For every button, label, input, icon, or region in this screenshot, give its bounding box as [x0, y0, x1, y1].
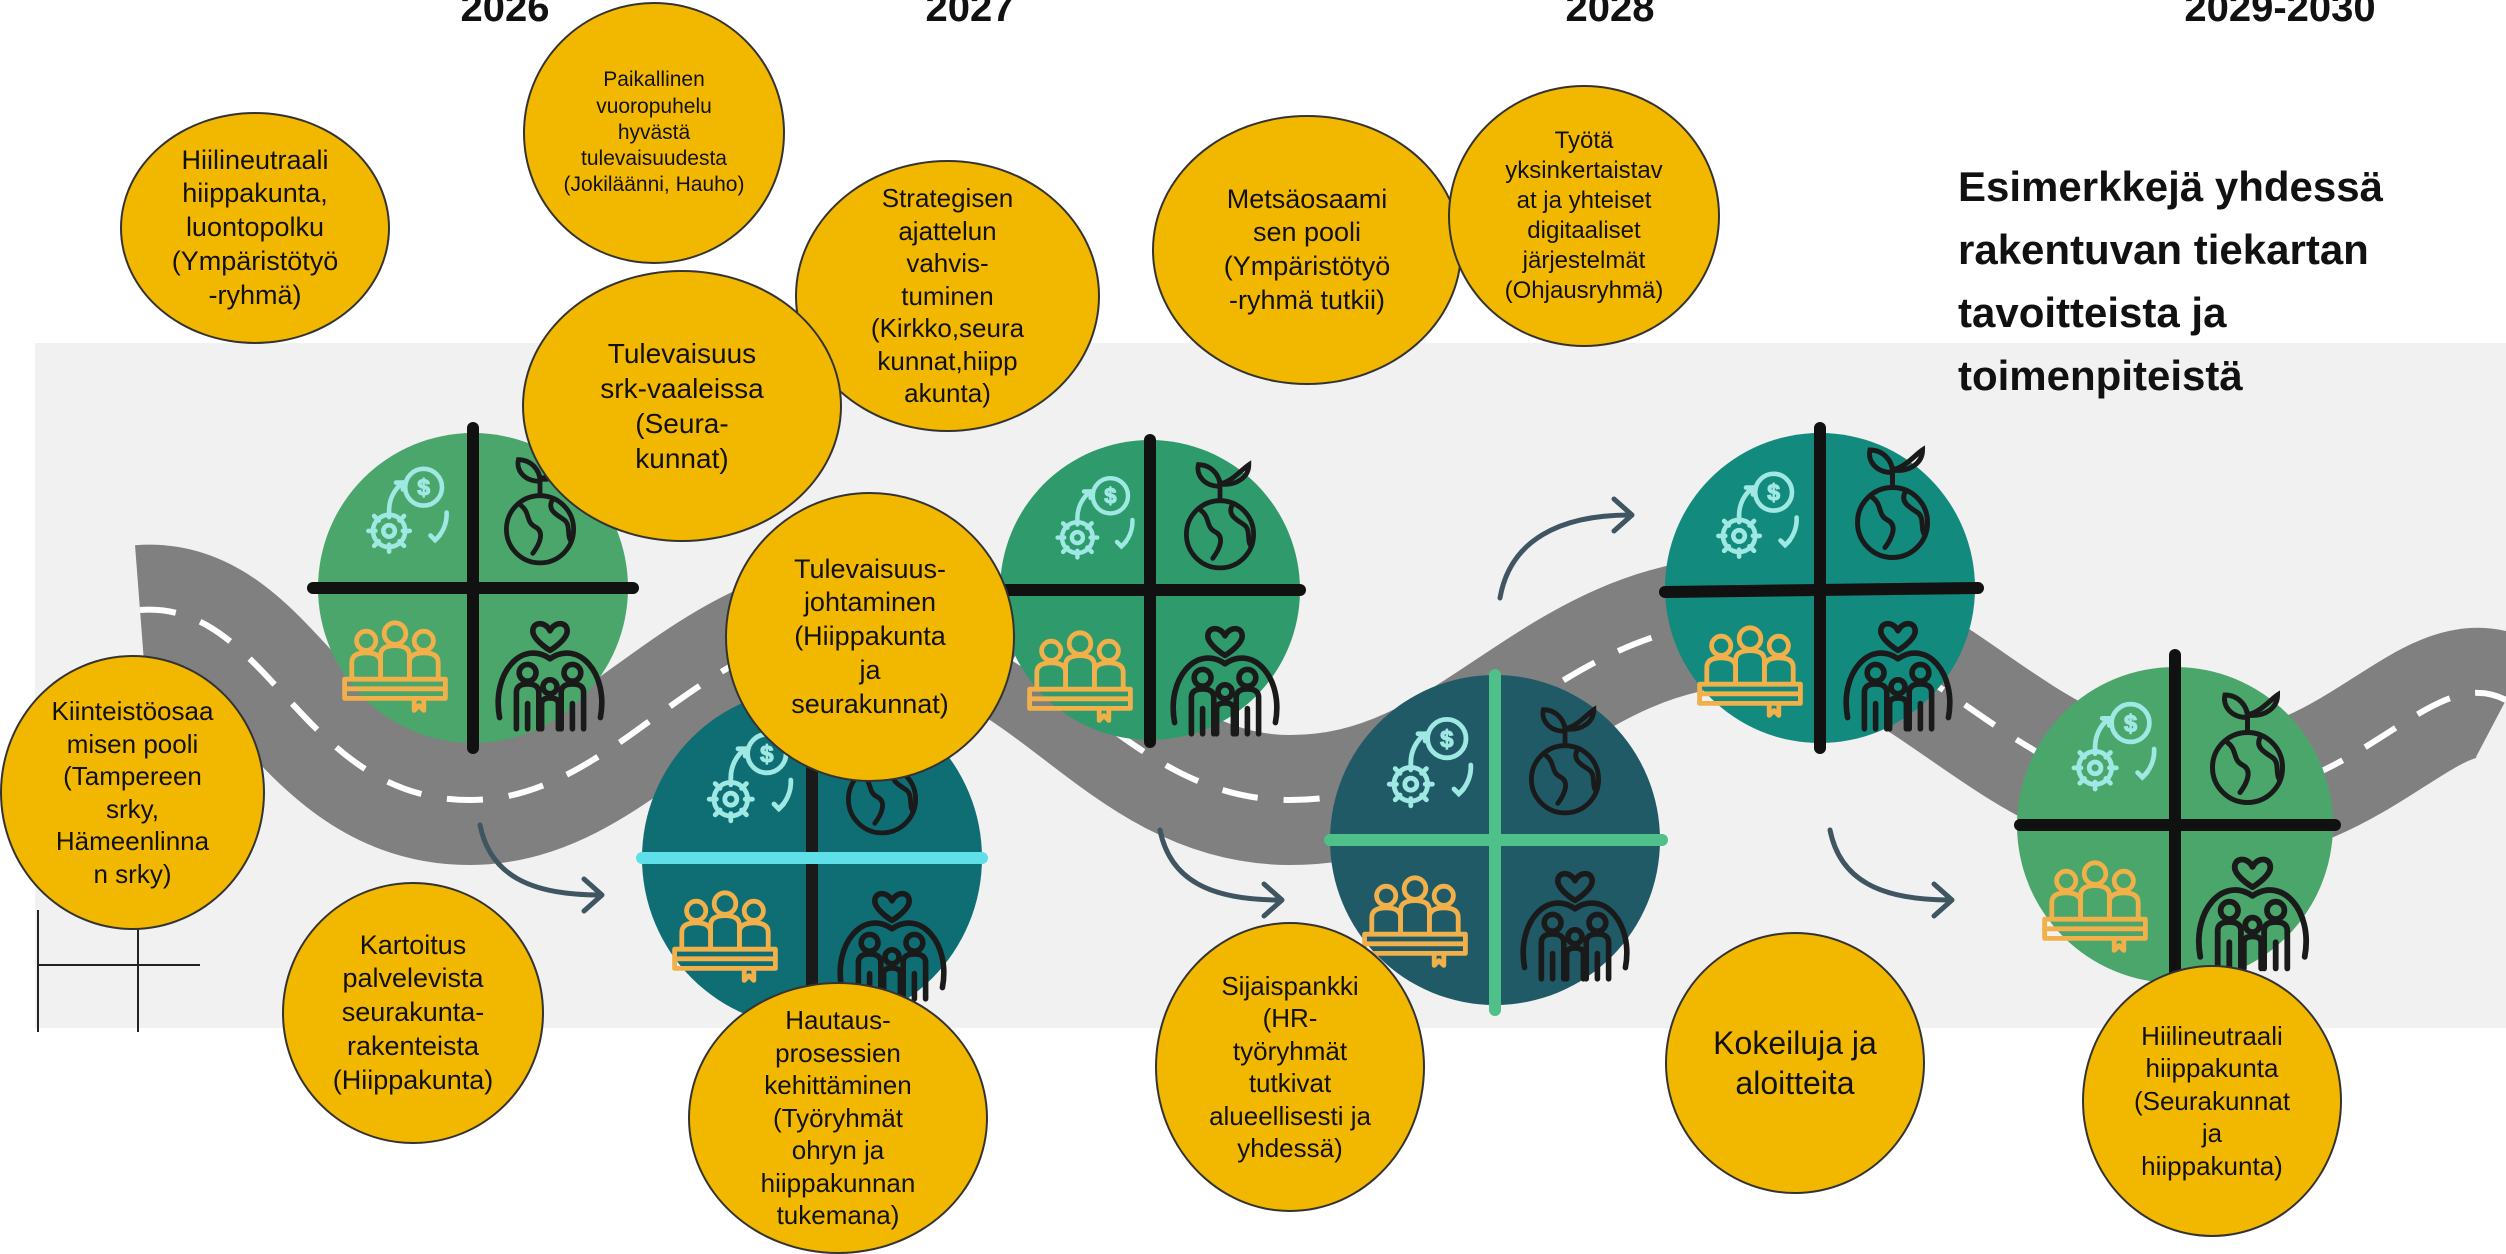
- emblem-dark-4: [1324, 669, 1668, 1016]
- goal-bubble-hiilineutraali-seurakunnat: Hiilineutraali hiippakunta (Seurakunnat …: [2082, 965, 2342, 1237]
- year-label-2027: 2027: [925, 0, 1015, 30]
- goal-bubble-kartoitus: Kartoitus palvelevista seurakunta- raken…: [282, 882, 544, 1144]
- goal-bubble-metsaosaamisen-pooli: Metsäosaami sen pooli (Ympäristötyö -ryh…: [1152, 115, 1462, 385]
- goal-bubble-kokeiluja-ja-aloitteita: Kokeiluja ja aloitteita: [1665, 932, 1925, 1194]
- year-label-2028: 2028: [1565, 0, 1655, 30]
- year-label-2029-2030: 2029-2030: [2184, 0, 2376, 30]
- headline: Esimerkkejä yhdessä rakentuvan tiekartan…: [1958, 163, 2383, 399]
- goal-bubble-hiilineutraali-luontopolku: Hiilineutraali hiippakunta, luontopolku …: [120, 112, 390, 344]
- emblem-green-6: [2014, 649, 2341, 1006]
- year-label-2026: 2026: [460, 0, 550, 30]
- emblem-green-1: [307, 422, 639, 754]
- goal-bubble-sijaispankki: Sijaispankki (HR- työryhmät tutkivat alu…: [1155, 922, 1425, 1212]
- goal-bubble-strategisen-ajattelun: Strategisen ajattelun vahvis- tuminen (K…: [795, 160, 1100, 432]
- goal-bubble-tyota-yksinkertaistavat: Työtä yksinkertaistav at ja yhteiset dig…: [1448, 85, 1720, 347]
- goal-bubble-tulevaisuus-srk-vaaleissa: Tulevaisuus srk-vaaleissa (Seura- kunnat…: [522, 270, 842, 542]
- arrow-right-icon: [1497, 496, 1635, 601]
- grid-fragment: [37, 910, 200, 1032]
- road-centerline: [139, 606, 2506, 804]
- goal-bubble-tulevaisuusjohtaminen: Tulevaisuus- johtaminen (Hiippakunta ja …: [725, 492, 1015, 782]
- goal-bubble-paikallinen-vuoropuhelu: Paikallinen vuoropuhelu hyvästä tulevais…: [523, 2, 785, 264]
- goal-bubble-hautausprosessien: Hautaus- prosessien kehittäminen (Työryh…: [688, 982, 988, 1254]
- goal-bubble-kiinteistoosaamisen-pooli: Kiinteistöosaa misen pooli (Tampereen sr…: [0, 655, 265, 930]
- emblem-teal-5: [1659, 422, 1984, 754]
- emblem-green-3: [994, 434, 1306, 748]
